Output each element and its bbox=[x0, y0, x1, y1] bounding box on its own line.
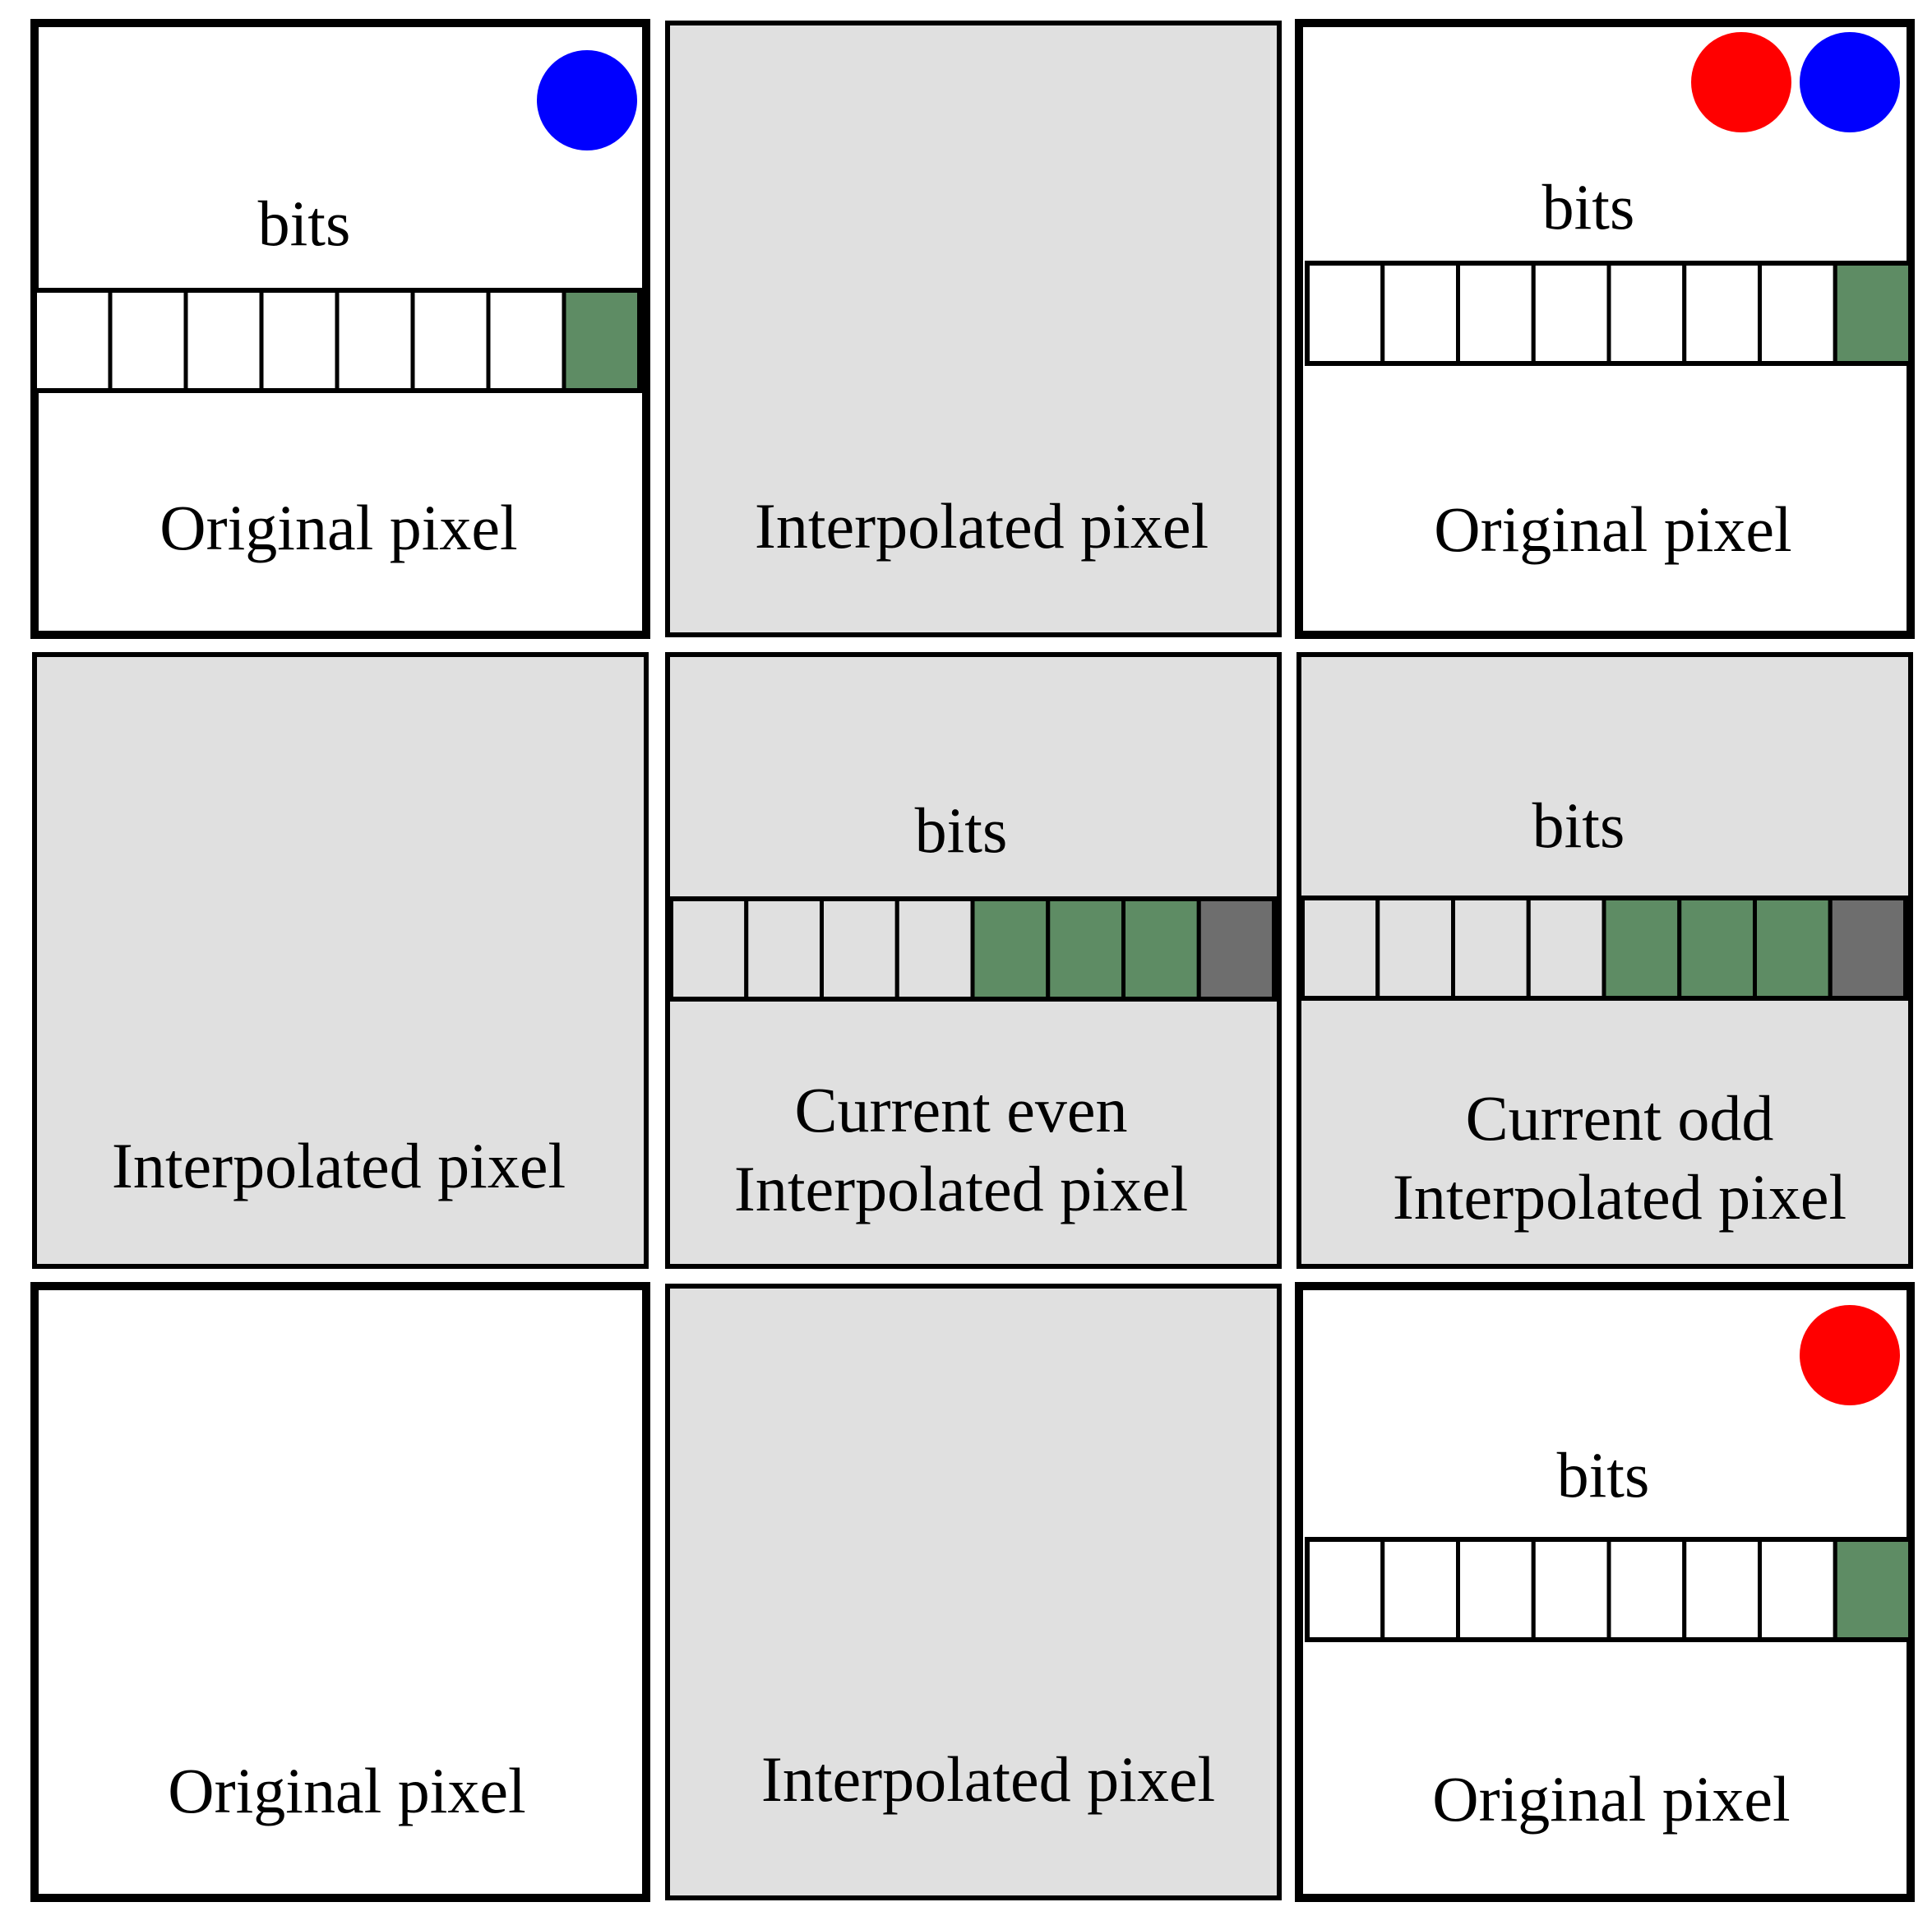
bit-register bbox=[1305, 1537, 1913, 1642]
bit-cell bbox=[410, 288, 491, 393]
pixel-cell-r1c2: Interpolated pixel bbox=[665, 21, 1282, 637]
bit-cell bbox=[335, 288, 415, 393]
bit-cell bbox=[1753, 896, 1833, 1001]
interpolated-pixel-box bbox=[32, 652, 649, 1269]
interpolated-pixel-box bbox=[665, 1284, 1282, 1900]
bit-cell bbox=[1046, 896, 1125, 1002]
bit-cell bbox=[1305, 261, 1385, 366]
bit-cell bbox=[1677, 896, 1757, 1001]
bit-register bbox=[1300, 896, 1908, 1001]
bit-cell bbox=[970, 896, 1051, 1002]
bit-cell bbox=[1456, 1537, 1536, 1642]
bits-label: bits bbox=[915, 794, 1008, 866]
bit-cell bbox=[486, 288, 566, 393]
bit-register bbox=[32, 288, 642, 393]
pixel-label: Original pixel bbox=[1434, 493, 1791, 565]
pixel-label: Current even bbox=[794, 1074, 1127, 1145]
blue-dot-marker bbox=[537, 50, 637, 150]
pixel-cell-r3c2: Interpolated pixel bbox=[665, 1284, 1282, 1900]
blue-dot-marker bbox=[1800, 32, 1900, 132]
pixel-label: Current odd bbox=[1466, 1082, 1774, 1154]
bit-cell bbox=[1606, 1537, 1687, 1642]
bit-register bbox=[668, 896, 1277, 1002]
pixel-label: Interpolated pixel bbox=[755, 490, 1209, 562]
bit-cell bbox=[1456, 261, 1536, 366]
pixel-label: Interpolated pixel bbox=[1393, 1161, 1846, 1233]
bit-cell bbox=[1451, 896, 1531, 1001]
pixel-cell-r3c1: Original pixel bbox=[30, 1282, 650, 1902]
pixel-label: Original pixel bbox=[159, 492, 517, 563]
bit-cell bbox=[820, 896, 899, 1002]
bit-cell bbox=[562, 288, 642, 393]
bit-cell bbox=[1606, 261, 1687, 366]
pixel-label: Interpolated pixel bbox=[734, 1153, 1188, 1224]
bit-cell bbox=[1526, 896, 1606, 1001]
pixel-label: Original pixel bbox=[1432, 1763, 1790, 1835]
bit-cell bbox=[183, 288, 264, 393]
bit-cell bbox=[1682, 261, 1762, 366]
bit-cell bbox=[1682, 1537, 1762, 1642]
bits-label: bits bbox=[1542, 171, 1635, 243]
bit-cell bbox=[744, 896, 824, 1002]
bit-cell bbox=[1531, 1537, 1611, 1642]
bit-cell bbox=[1758, 261, 1837, 366]
bit-cell bbox=[1375, 896, 1455, 1001]
bit-cell bbox=[1833, 1537, 1913, 1642]
pixel-label: Original pixel bbox=[168, 1755, 525, 1826]
bit-cell bbox=[1380, 261, 1460, 366]
pixel-cell-r2c1: Interpolated pixel bbox=[32, 652, 649, 1269]
bits-label: bits bbox=[1557, 1439, 1650, 1511]
bit-cell bbox=[1531, 261, 1611, 366]
bit-cell bbox=[894, 896, 975, 1002]
bit-cell bbox=[259, 288, 340, 393]
bit-cell bbox=[1833, 261, 1913, 366]
bit-cell bbox=[1121, 896, 1201, 1002]
bit-cell bbox=[1602, 896, 1682, 1001]
pixel-label: Interpolated pixel bbox=[112, 1130, 566, 1201]
bit-cell bbox=[1305, 1537, 1385, 1642]
interpolated-pixel-box bbox=[665, 21, 1282, 637]
bit-cell bbox=[32, 288, 113, 393]
bit-cell bbox=[108, 288, 188, 393]
red-dot-marker bbox=[1800, 1305, 1900, 1405]
bits-label: bits bbox=[1532, 789, 1625, 861]
bit-cell bbox=[1300, 896, 1380, 1001]
bit-cell bbox=[1380, 1537, 1460, 1642]
bit-cell bbox=[1758, 1537, 1837, 1642]
bit-register bbox=[1305, 261, 1913, 366]
original-pixel-box bbox=[30, 1282, 650, 1902]
pixel-label: Interpolated pixel bbox=[761, 1743, 1215, 1815]
bit-cell bbox=[668, 896, 749, 1002]
bit-cell bbox=[1196, 896, 1277, 1002]
bit-cell bbox=[1828, 896, 1908, 1001]
bits-label: bits bbox=[258, 187, 351, 259]
red-dot-marker bbox=[1691, 32, 1791, 132]
